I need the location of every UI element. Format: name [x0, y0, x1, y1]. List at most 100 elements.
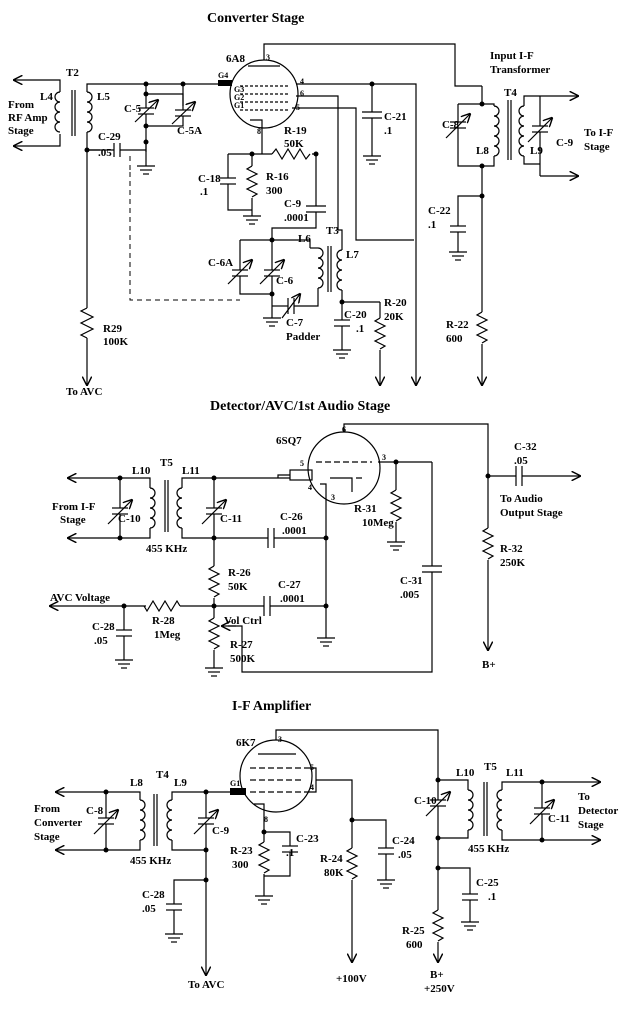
- svg-text:T4: T4: [156, 769, 169, 781]
- svg-text:C-21: C-21: [384, 111, 407, 123]
- svg-text:L10: L10: [456, 767, 475, 779]
- svg-text:.05: .05: [398, 849, 412, 861]
- coil-l10-if: [467, 789, 474, 831]
- tube-6sq7: [307, 431, 381, 505]
- svg-text:.05: .05: [94, 635, 108, 647]
- coil-l10-det: [149, 487, 156, 529]
- svg-text:C-20: C-20: [344, 309, 367, 321]
- svg-text:+100V: +100V: [336, 973, 367, 985]
- svg-text:RF Amp: RF Amp: [8, 112, 48, 124]
- svg-text:C-28: C-28: [142, 889, 165, 901]
- svg-text:To: To: [578, 791, 590, 803]
- svg-text:L9: L9: [174, 777, 187, 789]
- svg-text:4: 4: [310, 783, 314, 792]
- svg-text:G4: G4: [218, 71, 228, 80]
- svg-text:C-6: C-6: [276, 275, 294, 287]
- svg-text:50K: 50K: [284, 138, 304, 150]
- svg-text:B+: B+: [482, 659, 496, 671]
- svg-text:600: 600: [446, 333, 463, 345]
- svg-text:.0001: .0001: [282, 525, 307, 537]
- svg-text:L10: L10: [132, 465, 151, 477]
- svg-text:C-27: C-27: [278, 579, 301, 591]
- svg-text:600: 600: [406, 939, 423, 951]
- coil-l8: [493, 105, 500, 157]
- detector-stage: Detector/AVC/1st Audio Stage From I-F St…: [50, 399, 580, 677]
- svg-text:R-22: R-22: [446, 319, 469, 331]
- svg-text:C-23: C-23: [296, 833, 319, 845]
- svg-text:C-10: C-10: [414, 795, 437, 807]
- svg-text:Converter: Converter: [34, 817, 82, 829]
- svg-text:3: 3: [278, 735, 282, 744]
- svg-text:3: 3: [382, 453, 386, 462]
- svg-text:L5: L5: [97, 91, 110, 103]
- svg-text:.05: .05: [98, 147, 112, 159]
- svg-text:3: 3: [266, 53, 270, 62]
- svg-text:R-27: R-27: [230, 639, 253, 651]
- svg-text:6SQ7: 6SQ7: [276, 435, 302, 447]
- svg-text:R-16: R-16: [266, 171, 289, 183]
- svg-text:L4: L4: [40, 91, 53, 103]
- svg-text:.05: .05: [142, 903, 156, 915]
- svg-text:C-22: C-22: [428, 205, 451, 217]
- svg-text:R-24: R-24: [320, 853, 343, 865]
- svg-text:C-11: C-11: [548, 813, 570, 825]
- svg-text:+250V: +250V: [424, 983, 455, 995]
- svg-text:C-28: C-28: [92, 621, 115, 633]
- svg-text:G2: G2: [234, 93, 244, 102]
- svg-text:L11: L11: [506, 767, 524, 779]
- svg-text:Stage: Stage: [60, 514, 86, 526]
- svg-text:.0001: .0001: [284, 212, 309, 224]
- svg-text:G3: G3: [234, 85, 244, 94]
- svg-text:455 KHz: 455 KHz: [468, 843, 509, 855]
- svg-text:R-28: R-28: [152, 615, 175, 627]
- converter-stage-title: Converter Stage: [207, 11, 304, 26]
- svg-text:300: 300: [232, 859, 249, 871]
- svg-text:C-5: C-5: [124, 103, 142, 115]
- svg-text:.1: .1: [286, 847, 294, 859]
- svg-text:455 KHz: 455 KHz: [130, 855, 171, 867]
- svg-text:.0001: .0001: [280, 593, 305, 605]
- svg-text:250K: 250K: [500, 557, 526, 569]
- svg-text:80K: 80K: [324, 867, 344, 879]
- svg-text:R-25: R-25: [402, 925, 425, 937]
- coil-l6: [317, 247, 324, 289]
- coil-l11-det: [176, 487, 183, 529]
- svg-text:500K: 500K: [230, 653, 256, 665]
- svg-text:C-10: C-10: [118, 513, 141, 525]
- svg-text:R29: R29: [103, 323, 122, 335]
- svg-text:C-9: C-9: [284, 198, 302, 210]
- svg-text:8: 8: [257, 127, 261, 136]
- detector-stage-title: Detector/AVC/1st Audio Stage: [210, 399, 390, 414]
- svg-text:.1: .1: [428, 219, 436, 231]
- svg-text:.05: .05: [514, 455, 528, 467]
- svg-text:Detector: Detector: [578, 805, 618, 817]
- svg-text:1Meg: 1Meg: [154, 629, 181, 641]
- coil-l5: [86, 91, 93, 133]
- svg-text:C-6A: C-6A: [208, 257, 233, 269]
- tube-6k7: [239, 739, 313, 813]
- svg-text:T5: T5: [160, 457, 173, 469]
- svg-text:From: From: [8, 99, 34, 111]
- svg-text:T3: T3: [326, 225, 339, 237]
- svg-text:.1: .1: [200, 186, 208, 198]
- svg-text:455 KHz: 455 KHz: [146, 543, 187, 555]
- svg-text:From I-F: From I-F: [52, 501, 96, 513]
- svg-text:Stage: Stage: [34, 831, 60, 843]
- svg-text:R-23: R-23: [230, 845, 253, 857]
- svg-text:6: 6: [300, 89, 304, 98]
- if-amplifier-stage: I-F Amplifier From Converter Stage C-8 L…: [34, 699, 618, 995]
- svg-text:6K7: 6K7: [236, 737, 256, 749]
- svg-text:R-31: R-31: [354, 503, 377, 515]
- svg-text:Stage: Stage: [584, 141, 610, 153]
- svg-text:T4: T4: [504, 87, 517, 99]
- coil-l4: [54, 91, 61, 133]
- svg-text:C-9: C-9: [212, 825, 230, 837]
- svg-text:R-32: R-32: [500, 543, 523, 555]
- svg-text:20K: 20K: [384, 311, 404, 323]
- svg-text:.1: .1: [488, 891, 496, 903]
- svg-text:C-8: C-8: [442, 119, 460, 131]
- svg-text:T5: T5: [484, 761, 497, 773]
- svg-text:L11: L11: [182, 465, 200, 477]
- svg-text:R-20: R-20: [384, 297, 407, 309]
